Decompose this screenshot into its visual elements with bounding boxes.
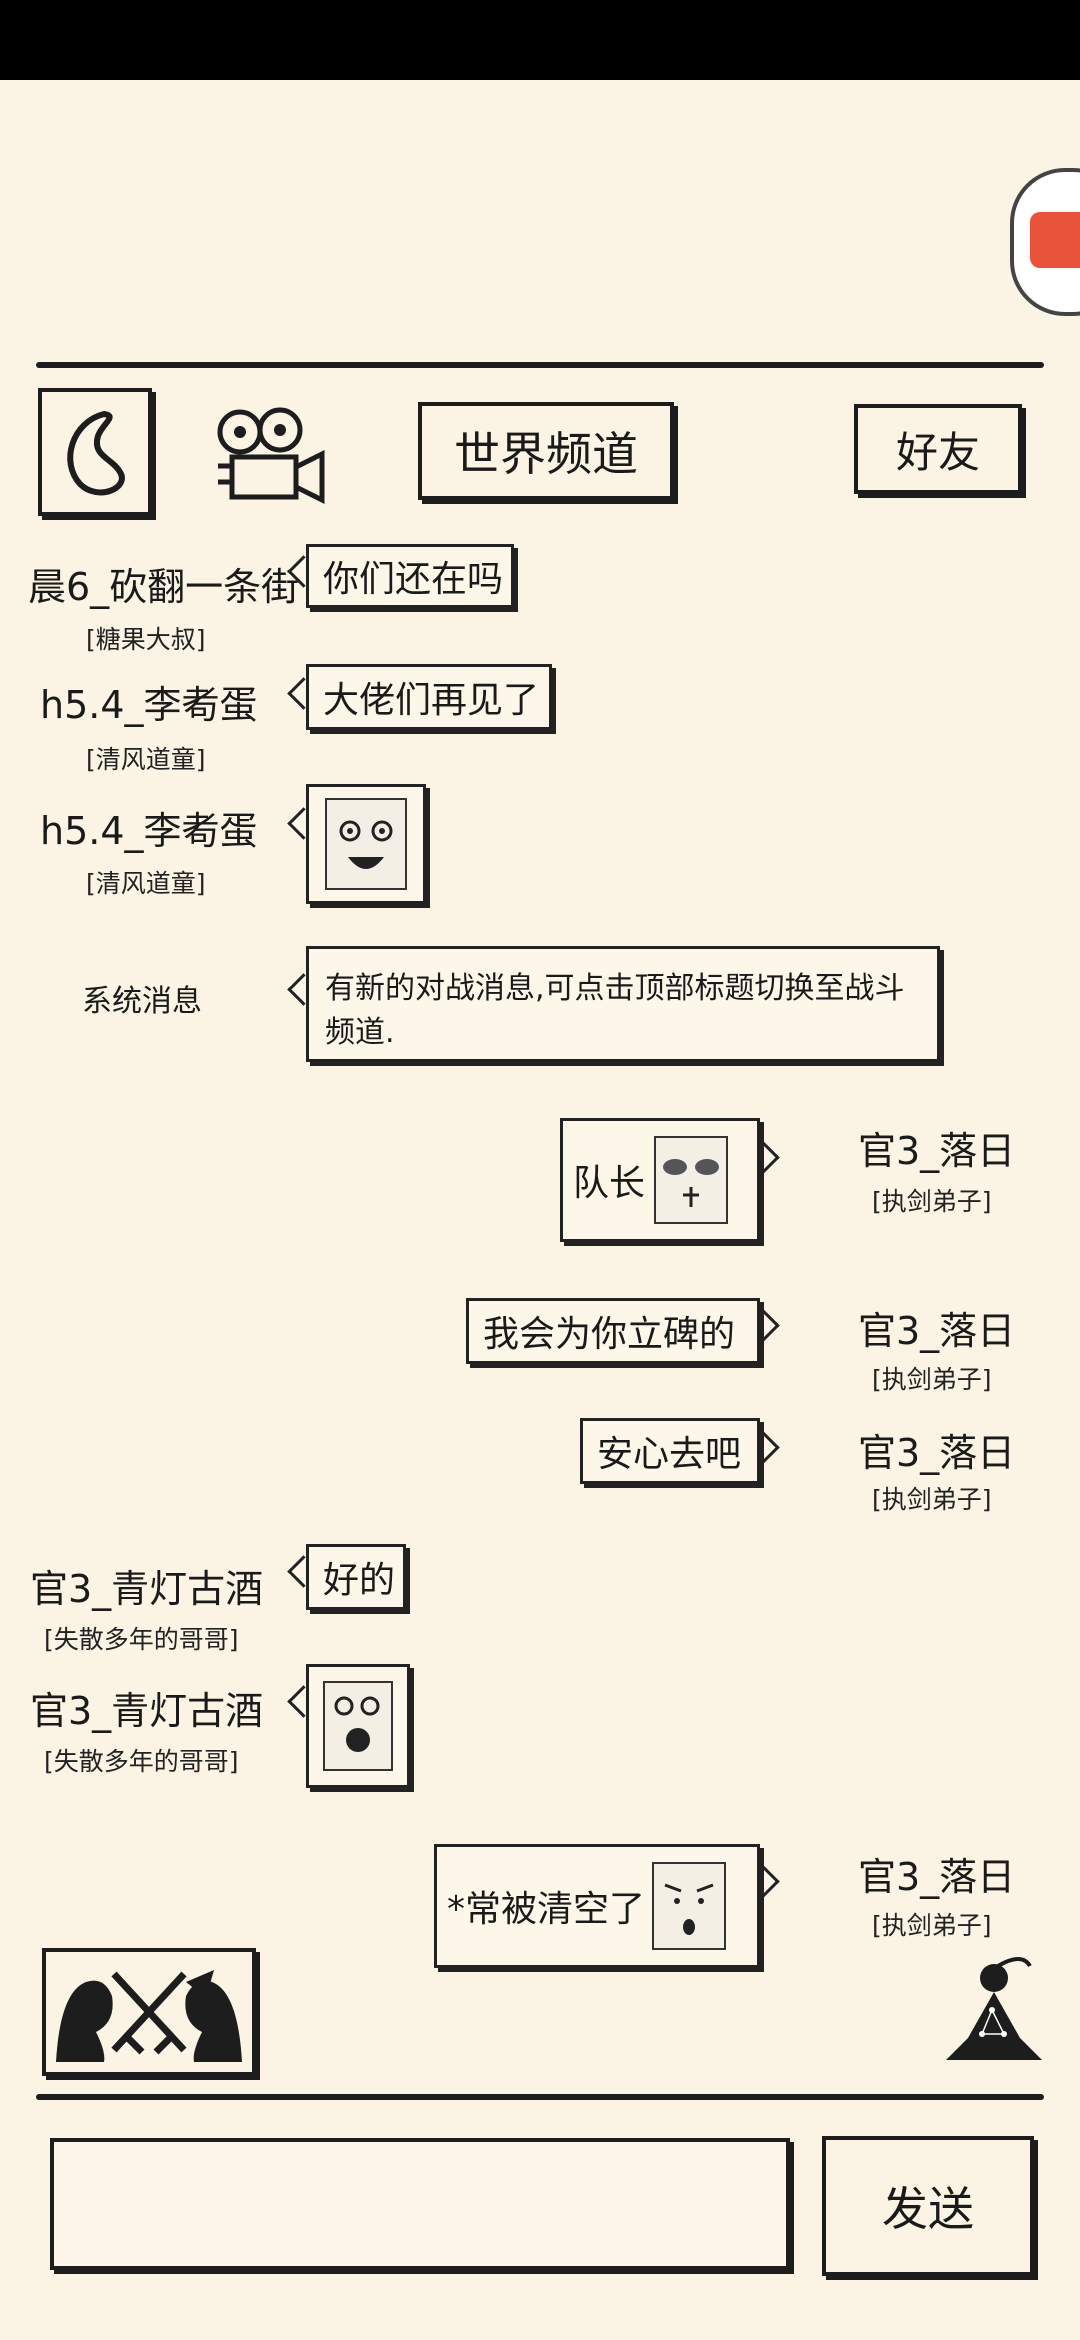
message-text: 大佬们再见了 [323,680,540,721]
movie-camera-button[interactable] [210,402,330,512]
dizzy-face-sticker [323,1681,393,1771]
system-message-bubble: 有新的对战消息,可点击顶部标题切换至战斗频道. [306,946,940,1062]
sender-name[interactable]: h5.4_李耇蛋 [40,809,258,853]
status-bar [0,0,1080,80]
sender-name[interactable]: h5.4_李耇蛋 [40,683,258,727]
message-text: 好的 [323,1560,396,1601]
send-button[interactable]: 发送 [822,2136,1034,2276]
sender-title: [执剑弟子] [872,1365,992,1394]
message-text: 队长 [573,1163,646,1204]
sender-title: [执剑弟子] [872,1485,992,1514]
sender-title: [清风道童] [86,745,206,774]
sender-title: [执剑弟子] [872,1187,992,1216]
meditating-figure-icon [946,1957,1042,2060]
message-text: 我会为你立碑的 [483,1314,736,1355]
message-text: *常被清空了 [447,1889,646,1930]
meditate-button[interactable] [938,1948,1048,2078]
sender-title: [糖果大叔] [86,625,206,654]
movie-camera-icon [217,407,325,505]
system-sender-name: 系统消息 [82,984,202,1019]
message-bubble[interactable]: 队长 [560,1118,760,1242]
sender-title: [执剑弟子] [872,1911,992,1940]
message-bubble[interactable]: 你们还在吗 [306,544,514,608]
crossed-swords-battle-icon [56,1970,242,2062]
message-bubble[interactable]: *常被清空了 [434,1844,760,1968]
battle-channel-button[interactable] [42,1948,256,2076]
sender-name[interactable]: 官3_落日 [858,1309,1016,1353]
tab-friends-label: 好友 [895,427,980,477]
back-icon [67,411,125,496]
message-bubble[interactable]: 大佬们再见了 [306,664,552,730]
sender-name[interactable]: 官3_青灯古酒 [30,1567,264,1611]
sender-title: [失散多年的哥哥] [44,1747,239,1776]
sender-name[interactable]: 官3_落日 [858,1855,1016,1899]
sender-name[interactable]: 官3_落日 [858,1129,1016,1173]
send-button-label: 发送 [882,2182,974,2236]
sender-name[interactable]: 晨6_砍翻一条街 [28,565,300,609]
smiling-face-sticker [325,798,407,890]
message-bubble[interactable]: 我会为你立碑的 [466,1298,760,1364]
pouting-face-sticker [652,1862,727,1950]
sender-title: [失散多年的哥哥] [44,1625,239,1654]
bottom-divider [36,2094,1044,2100]
message-text: 安心去吧 [597,1434,742,1475]
tab-world-channel[interactable]: 世界频道 [418,402,674,500]
message-bubble[interactable]: 好的 [306,1544,406,1610]
sender-name[interactable]: 官3_青灯古酒 [30,1689,264,1733]
sticker-bubble[interactable] [306,784,426,904]
tab-friends[interactable]: 好友 [854,404,1022,494]
sticker-bubble[interactable] [306,1664,410,1788]
tab-world-channel-label: 世界频道 [454,427,638,481]
system-message-text: 有新的对战消息,可点击顶部标题切换至战斗频道. [325,971,905,1050]
chat-input[interactable] [50,2138,790,2270]
message-bubble[interactable]: 安心去吧 [580,1418,760,1484]
chat-input-field[interactable] [54,2142,786,2266]
sender-name[interactable]: 官3_落日 [858,1431,1016,1475]
sender-title: [清风道童] [86,869,206,898]
back-button[interactable] [38,388,152,516]
message-text: 你们还在吗 [323,559,504,600]
top-divider [36,362,1044,368]
bruised-face-sticker [654,1136,729,1224]
badge-logo-icon [1030,212,1080,268]
floating-app-badge[interactable] [1010,168,1080,316]
